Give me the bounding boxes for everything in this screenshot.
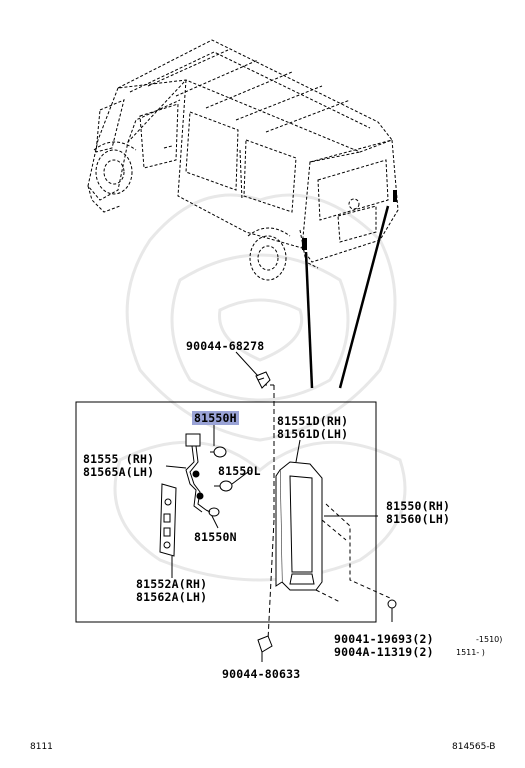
label-bulb-stop: 81550H	[192, 411, 239, 425]
leader-lines	[304, 205, 390, 389]
label-socket-rh: 81555 (RH)	[83, 452, 155, 466]
label-bulb-n: 81550N	[194, 530, 237, 544]
van-illustration	[87, 39, 399, 281]
gasket-outline	[315, 503, 391, 603]
label-bolt-top: 90044-68278	[186, 339, 265, 353]
label-lamp-lh: 81560(LH)	[386, 512, 451, 526]
highlight-bulb-stop: 81550H	[192, 411, 239, 425]
label-nut-2-range: 1511- )	[456, 648, 485, 657]
bolt-bottom-icon	[257, 635, 273, 662]
watermark-emblem	[113, 193, 407, 582]
nut-icon	[387, 599, 397, 622]
label-cord-rh: 81552A(RH)	[136, 577, 208, 591]
label-lamp-rh: 81550(RH)	[386, 499, 451, 513]
label-nut-2: 9004A-11319(2)	[334, 645, 434, 659]
label-gasket-lh: 81561D(LH)	[277, 427, 349, 441]
bolt-top-leader	[235, 351, 259, 377]
bolt-top-icon	[255, 371, 271, 389]
footer-left-code: 8111	[30, 742, 53, 752]
label-nut-1: 90041-19693(2)	[334, 632, 434, 646]
label-leaders	[165, 424, 378, 578]
footer-right-code: 814565-B	[452, 742, 496, 752]
tail-lamp-lens-icon	[275, 461, 323, 591]
label-socket-lh: 81565A(LH)	[83, 465, 155, 479]
socket-harness-icon	[185, 433, 207, 513]
bulb-icons	[205, 446, 233, 517]
label-gasket-rh: 81551D(RH)	[277, 414, 349, 428]
label-bulb-l: 81550L	[218, 464, 261, 478]
label-cord-lh: 81562A(LH)	[136, 590, 208, 604]
label-bolt-bottom: 90044-80633	[222, 667, 301, 681]
cord-plate-icon	[159, 483, 177, 557]
exploded-view-frame	[75, 401, 377, 623]
label-nut-1-range: -1510)	[476, 635, 503, 644]
lamp-location-marks	[302, 190, 397, 250]
bolt-axis-line	[262, 384, 275, 641]
